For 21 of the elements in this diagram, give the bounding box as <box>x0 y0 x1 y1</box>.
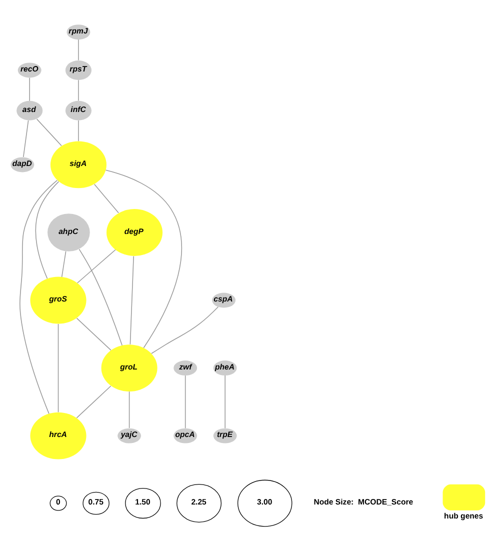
connector <box>184 375 186 429</box>
connector <box>76 318 112 351</box>
connector <box>224 375 226 429</box>
connector <box>20 180 58 414</box>
connector <box>78 120 79 142</box>
connector <box>78 80 79 102</box>
connector <box>23 120 29 158</box>
connector <box>94 184 119 214</box>
connector <box>36 118 62 146</box>
connector <box>29 77 30 102</box>
connector <box>76 386 112 418</box>
connector <box>105 170 182 348</box>
connector <box>130 256 134 345</box>
connector <box>78 248 122 346</box>
connector <box>58 324 59 413</box>
connector <box>76 249 116 284</box>
connector <box>151 306 219 354</box>
connector <box>61 250 66 278</box>
connector <box>35 181 60 279</box>
connector <box>78 39 79 61</box>
connector <box>128 391 130 428</box>
